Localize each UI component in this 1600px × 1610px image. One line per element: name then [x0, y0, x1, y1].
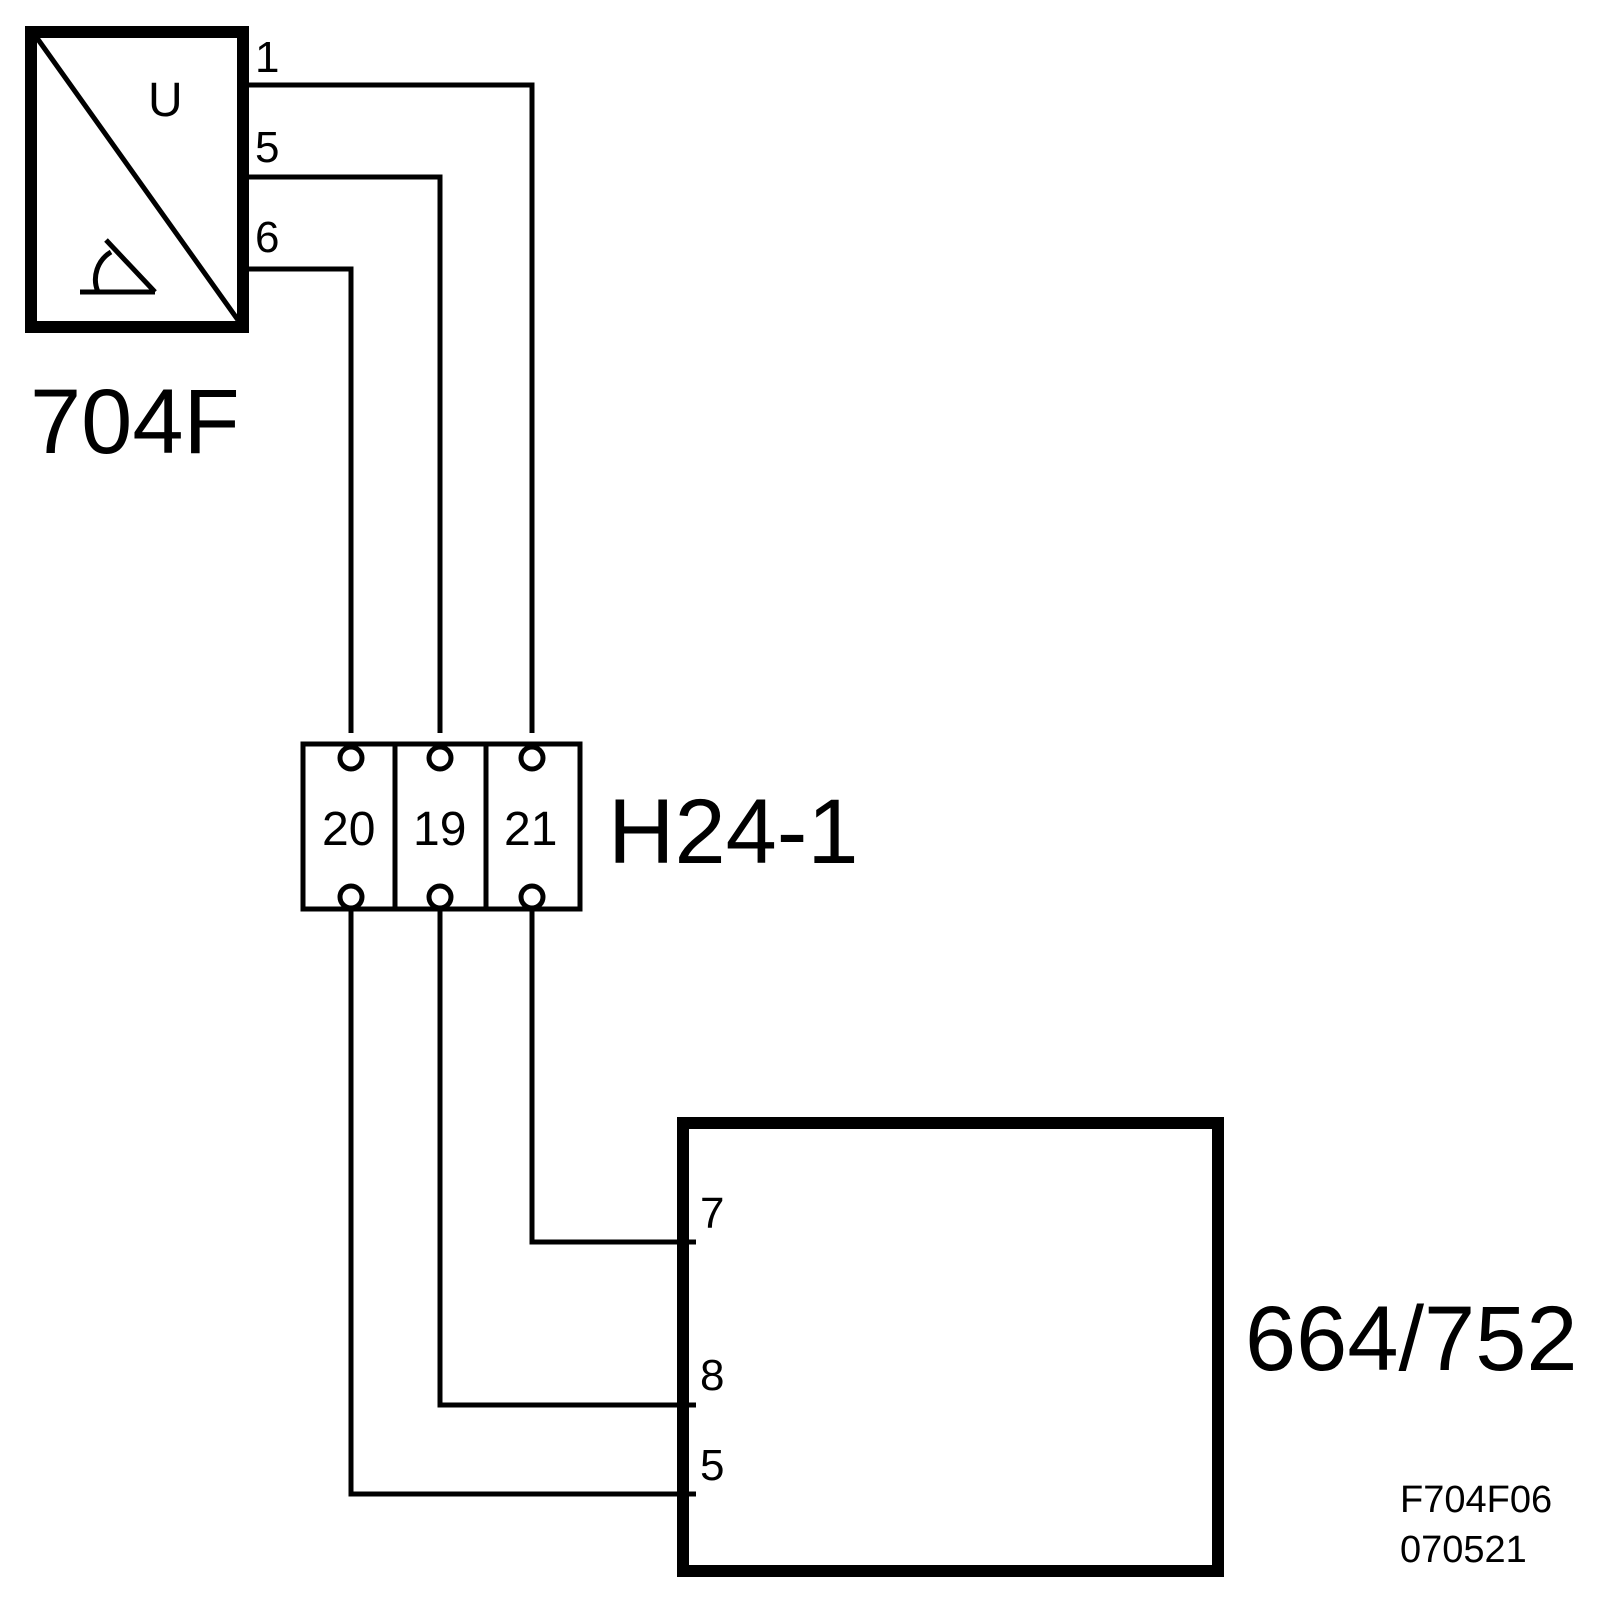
terminal-20-label: 20 — [322, 803, 375, 856]
sensor-symbol-label: U — [148, 74, 183, 127]
wire-sensor6-term20 — [243, 266, 354, 733]
module-name-label: 664/752 — [1245, 1288, 1578, 1390]
module-pin-5-label: 5 — [700, 1441, 724, 1490]
connector-h24-1: 20 19 21 H24-1 — [300, 741, 859, 912]
terminal-pin — [518, 883, 546, 911]
terminal-pin — [426, 883, 454, 911]
sensor-pin-5-label: 5 — [255, 123, 279, 172]
terminal-pin — [518, 744, 546, 772]
sensor-diagonal — [34, 36, 241, 322]
terminal-19-label: 19 — [413, 803, 466, 856]
wires — [243, 82, 696, 1497]
sensor-pin-1-label: 1 — [255, 33, 279, 82]
wire-term20-module5 — [348, 903, 696, 1497]
module-box — [677, 1117, 1224, 1577]
drawing-date: 070521 — [1400, 1529, 1527, 1571]
wire-term19-module8 — [437, 903, 696, 1408]
drawing-reference: F704F06 070521 — [1400, 1479, 1552, 1571]
connector-name-label: H24-1 — [608, 781, 859, 883]
terminal-21-label: 21 — [504, 803, 557, 856]
wire-sensor1-term21 — [243, 82, 535, 733]
module-pin-8-label: 8 — [700, 1351, 724, 1400]
terminal-pin — [337, 744, 365, 772]
sensor-704f: U 1 5 6 704F — [25, 26, 279, 473]
module-pin-7-label: 7 — [700, 1189, 724, 1238]
drawing-code: F704F06 — [1400, 1479, 1552, 1521]
module-664-752: 7 8 5 664/752 — [677, 1117, 1578, 1577]
terminal-pin — [337, 883, 365, 911]
terminal-pin — [426, 744, 454, 772]
wire-term21-module7 — [529, 903, 696, 1245]
wire-sensor5-term19 — [243, 174, 443, 733]
sensor-pin-6-label: 6 — [255, 213, 279, 262]
sensor-name-label: 704F — [30, 371, 240, 473]
angle-sensor-icon — [80, 238, 157, 295]
